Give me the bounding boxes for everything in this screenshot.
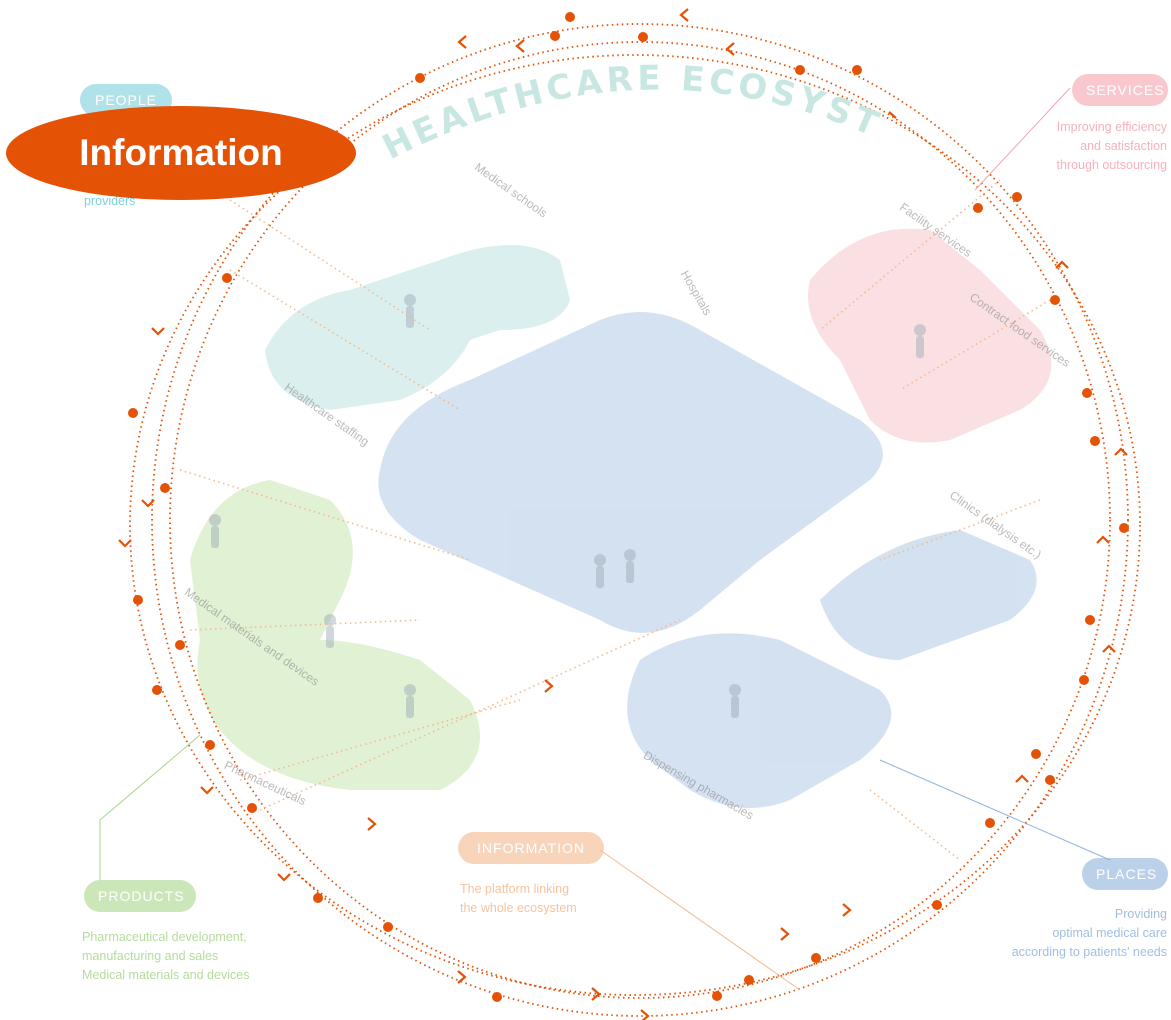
orbit-arrows — [118, 8, 1128, 1020]
people-pill: PEOPLE — [80, 84, 172, 116]
information-pill: INFORMATION — [458, 832, 604, 864]
places-desc-line-3: according to patients' needs — [1011, 945, 1167, 959]
places-desc-line-1: Providing — [1114, 907, 1167, 921]
places-desc-line-2: optimal medical care — [1052, 926, 1167, 940]
leader-lines — [99, 87, 1111, 991]
services-desc-line-3: through outsourcing — [1056, 158, 1168, 172]
products-pill: PRODUCTS — [84, 880, 196, 912]
products-description: Pharmaceutical development, manufacturin… — [82, 928, 249, 985]
products-desc-line-3: Medical materials and devices — [82, 968, 250, 982]
products-desc-line-1: Pharmaceutical development, — [82, 930, 247, 944]
services-description: Improving efficiency and satisfaction th… — [967, 118, 1168, 175]
information-description: The platform linking the whole ecosystem — [460, 880, 577, 918]
products-zone — [190, 480, 480, 790]
places-description: Providing optimal medical care according… — [947, 905, 1167, 962]
places-zone — [378, 312, 1037, 808]
people-description: providers — [84, 194, 136, 208]
services-pill: SERVICES — [1072, 74, 1168, 106]
services-desc-line-2: and satisfaction — [1080, 139, 1167, 153]
information-desc-line-1: The platform linking — [460, 882, 570, 896]
information-desc-line-2: the whole ecosystem — [460, 901, 577, 915]
people-zone — [265, 245, 570, 410]
information-badge[interactable]: Information — [6, 106, 356, 200]
services-desc-line-1: Improving efficiency — [1056, 120, 1167, 134]
connector-lines — [179, 179, 1051, 861]
services-zone — [808, 228, 1052, 443]
products-desc-line-2: manufacturing and sales — [82, 949, 219, 963]
places-pill: PLACES — [1082, 858, 1168, 890]
figure-placeholders — [209, 294, 926, 718]
orbit-rings — [129, 23, 1141, 1017]
